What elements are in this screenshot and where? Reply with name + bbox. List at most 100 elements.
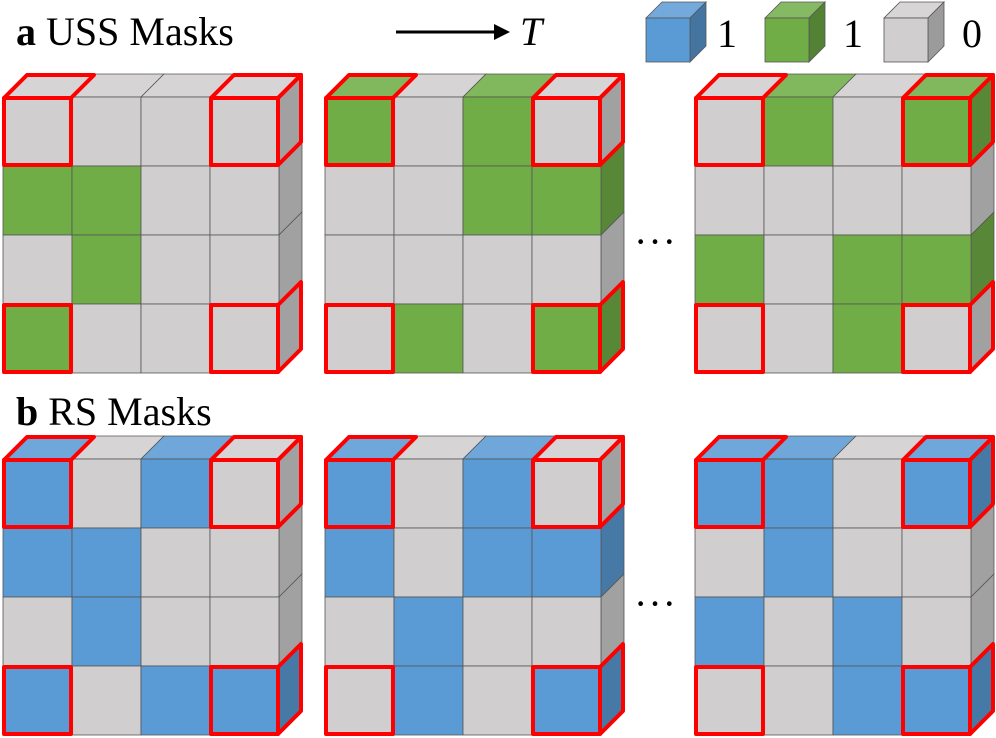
mask-cell <box>393 303 464 374</box>
rs-mask-1 <box>2 435 303 736</box>
mask-cell <box>462 96 533 167</box>
highlighted-corner-cube <box>901 642 995 736</box>
mask-cell <box>209 234 280 305</box>
highlighted-corner-cube <box>324 73 418 167</box>
mask-cell <box>531 303 602 374</box>
mask-cell <box>140 234 211 305</box>
mask-cell <box>832 596 903 667</box>
mask-cell <box>763 165 834 236</box>
mask-cell <box>531 527 602 598</box>
mask-cell <box>140 458 211 529</box>
mask-cell <box>209 165 280 236</box>
mask-cell <box>462 596 533 667</box>
ellipsis-a: ··· <box>634 219 677 264</box>
uss-mask-2 <box>324 73 625 374</box>
mask-cell <box>71 96 142 167</box>
mask-cell <box>140 665 211 736</box>
mask-cell <box>2 458 73 529</box>
mask-cell <box>209 96 280 167</box>
mask-cell <box>694 527 765 598</box>
mask-cell <box>393 596 464 667</box>
mask-cell <box>531 596 602 667</box>
legend-value-blue: 1 <box>717 11 737 56</box>
mask-cell <box>324 527 395 598</box>
mask-cell <box>324 458 395 529</box>
mask-cell <box>694 234 765 305</box>
mask-cell <box>832 665 903 736</box>
mask-cell <box>901 165 972 236</box>
mask-cell <box>763 303 834 374</box>
highlighted-corner-cube <box>324 303 395 374</box>
mask-cell <box>694 165 765 236</box>
panel-b-title: b RS Masks <box>16 389 212 434</box>
mask-cell <box>763 665 834 736</box>
mask-cell <box>462 665 533 736</box>
mask-cell <box>2 234 73 305</box>
mask-cell <box>832 458 903 529</box>
mask-cell <box>209 527 280 598</box>
mask-cell <box>71 165 142 236</box>
rs-mask-2 <box>324 435 625 736</box>
mask-cell <box>140 527 211 598</box>
highlighted-corner-cube <box>209 73 303 167</box>
mask-cell <box>2 665 73 736</box>
highlighted-corner-cube <box>324 665 395 736</box>
highlighted-corner-cube <box>694 73 788 167</box>
mask-cell <box>694 458 765 529</box>
mask-cell <box>209 596 280 667</box>
legend-value-gray: 0 <box>962 11 982 56</box>
highlighted-corner-cube <box>209 642 303 736</box>
mask-cell <box>393 458 464 529</box>
mask-cell <box>531 96 602 167</box>
mask-cell <box>901 234 972 305</box>
mask-cell <box>763 96 834 167</box>
mask-cell <box>531 234 602 305</box>
mask-cell <box>763 458 834 529</box>
mask-cell <box>901 665 972 736</box>
mask-cell <box>393 234 464 305</box>
mask-cell <box>694 665 765 736</box>
legend-value-green: 1 <box>843 11 863 56</box>
highlighted-corner-cube <box>2 303 73 374</box>
mask-cell <box>393 96 464 167</box>
highlighted-corner-cube <box>324 435 418 529</box>
mask-cell <box>462 458 533 529</box>
mask-cell <box>209 303 280 374</box>
ellipsis-b: ··· <box>634 581 677 626</box>
mask-cell <box>832 165 903 236</box>
mask-cell <box>393 165 464 236</box>
mask-cell <box>324 665 395 736</box>
highlighted-corner-cube <box>531 73 625 167</box>
time-axis-label: T <box>520 9 543 54</box>
mask-cell <box>209 665 280 736</box>
mask-cell <box>901 596 972 667</box>
legend <box>645 1 945 63</box>
mask-cell <box>2 527 73 598</box>
mask-cell <box>763 527 834 598</box>
mask-cell <box>393 527 464 598</box>
mask-cell <box>140 596 211 667</box>
mask-cell <box>140 165 211 236</box>
highlighted-corner-cube <box>209 280 303 374</box>
mask-cell <box>901 527 972 598</box>
highlighted-corner-cube <box>2 435 96 529</box>
rs-mask-3 <box>694 435 995 736</box>
mask-cell <box>2 596 73 667</box>
highlighted-corner-cube <box>694 665 765 736</box>
highlighted-corner-cube <box>2 665 73 736</box>
mask-cell <box>694 303 765 374</box>
time-arrow <box>396 24 510 40</box>
blue-cube-icon <box>645 1 707 63</box>
highlighted-corner-cube <box>901 280 995 374</box>
mask-cell <box>832 234 903 305</box>
cube-stacks <box>2 73 995 736</box>
highlighted-corner-cube <box>209 435 303 529</box>
highlighted-corner-cube <box>2 73 96 167</box>
mask-cell <box>462 303 533 374</box>
highlighted-corner-cube <box>901 435 995 529</box>
mask-cell <box>531 458 602 529</box>
highlighted-corner-cube <box>531 435 625 529</box>
mask-cell <box>71 665 142 736</box>
mask-cell <box>531 665 602 736</box>
